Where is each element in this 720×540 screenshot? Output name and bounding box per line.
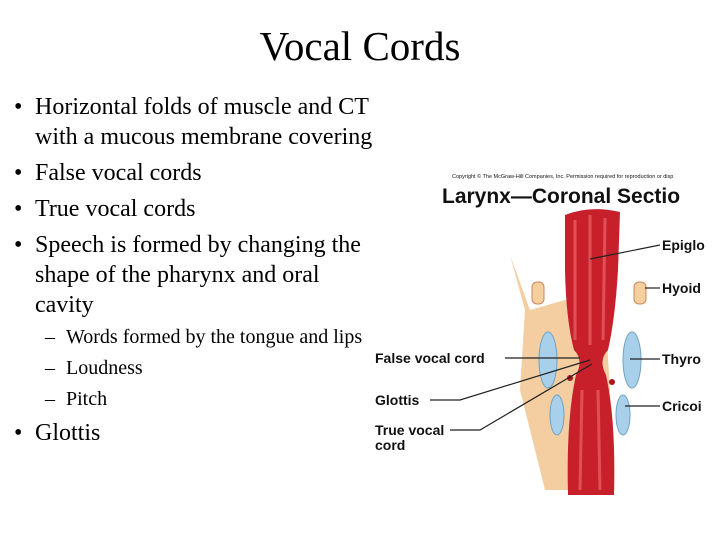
gland [609, 379, 615, 385]
bullet-item: • Horizontal folds of muscle and CT with … [14, 92, 394, 152]
thyroid-cartilage-left [538, 331, 558, 389]
dash-icon: – [45, 357, 55, 379]
sub-bullet-list: –Words formed by the tongue and lips –Lo… [35, 324, 394, 412]
label-thyroid: Thyro [662, 351, 701, 367]
cricoid-cartilage-left [549, 394, 565, 436]
muscle-striations [573, 215, 607, 491]
bullet-item: • True vocal cords [14, 194, 394, 224]
label-glottis: Glottis [375, 392, 420, 408]
label-true-vocal-cord-2: cord [375, 437, 405, 453]
hyoid-right [633, 281, 647, 305]
sub-bullet-item: –Loudness [35, 355, 394, 381]
sub-bullet-item: –Words formed by the tongue and lips [35, 324, 394, 350]
label-false-vocal-cord: False vocal cord [375, 350, 485, 366]
figure-heading: Larynx—Coronal Sectio [442, 185, 680, 208]
larynx-figure: Copyright © The McGraw-Hill Companies, I… [375, 173, 705, 495]
bullet-icon: • [14, 232, 23, 258]
sub-bullet-item: –Pitch [35, 386, 394, 412]
bullet-item: • False vocal cords [14, 158, 394, 188]
sub-bullet-text: Pitch [66, 388, 108, 410]
dash-icon: – [45, 388, 55, 410]
dash-icon: – [45, 326, 55, 348]
cricoid-cartilage-right [615, 394, 631, 436]
bullet-text: Glottis [35, 420, 101, 446]
leader-lines [430, 244, 661, 431]
bullet-text: True vocal cords [35, 196, 196, 222]
bullet-item: • Glottis [14, 418, 394, 448]
bullet-icon: • [14, 160, 23, 186]
figure-copyright: Copyright © The McGraw-Hill Companies, I… [452, 173, 673, 180]
bullet-item: • Speech is formed by changing the shape … [14, 230, 394, 412]
bullet-list: • Horizontal folds of muscle and CT with … [14, 92, 394, 454]
label-epiglottis: Epiglo [662, 237, 705, 253]
bullet-text: Horizontal folds of muscle and CT with a… [35, 94, 373, 150]
sub-bullet-text: Words formed by the tongue and lips [66, 326, 363, 348]
thyroid-cartilage-right [622, 331, 642, 389]
bullet-text: Speech is formed by changing the shape o… [35, 232, 361, 318]
slide-title: Vocal Cords [259, 23, 461, 69]
bullet-icon: • [14, 420, 23, 446]
label-cricoid: Cricoi [662, 398, 702, 414]
label-hyoid: Hyoid [662, 280, 701, 296]
sub-bullet-text: Loudness [66, 357, 143, 379]
hyoid-left [531, 281, 545, 305]
bullet-icon: • [14, 94, 23, 120]
bullet-icon: • [14, 196, 23, 222]
label-true-vocal-cord: True vocal [375, 422, 444, 438]
bullet-text: False vocal cords [35, 160, 202, 186]
laryngeal-tissue [565, 209, 620, 495]
